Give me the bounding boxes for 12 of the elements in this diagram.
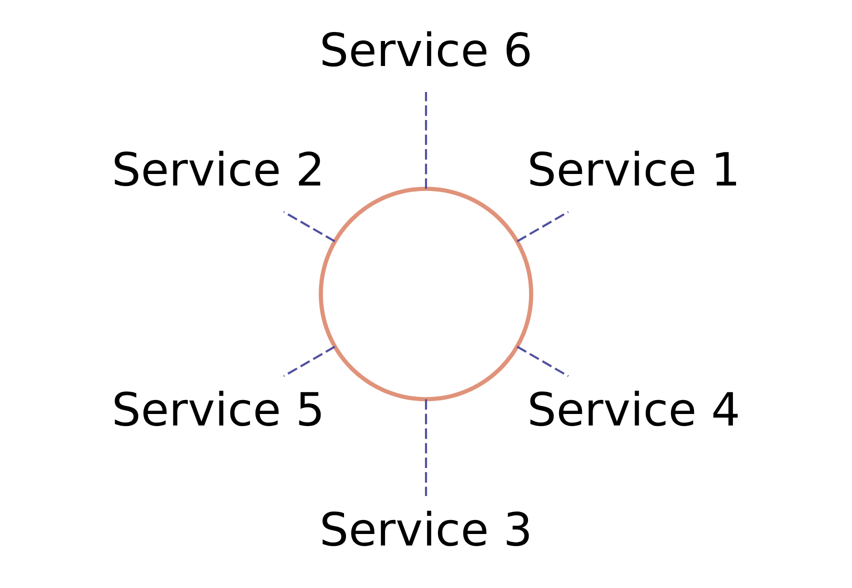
- node-text: Service 6: [320, 22, 532, 77]
- connector: [516, 346, 569, 378]
- connector: [283, 210, 336, 242]
- connector: [424, 92, 428, 189]
- connector: [283, 346, 336, 378]
- node-text: Service 5: [112, 382, 325, 437]
- node-text: Service 4: [527, 382, 740, 437]
- node-text: Service 2: [112, 142, 325, 197]
- node-text: Service 3: [320, 502, 532, 557]
- node-text: Service 1: [527, 142, 740, 197]
- connector: [516, 210, 569, 242]
- connector: [424, 399, 428, 496]
